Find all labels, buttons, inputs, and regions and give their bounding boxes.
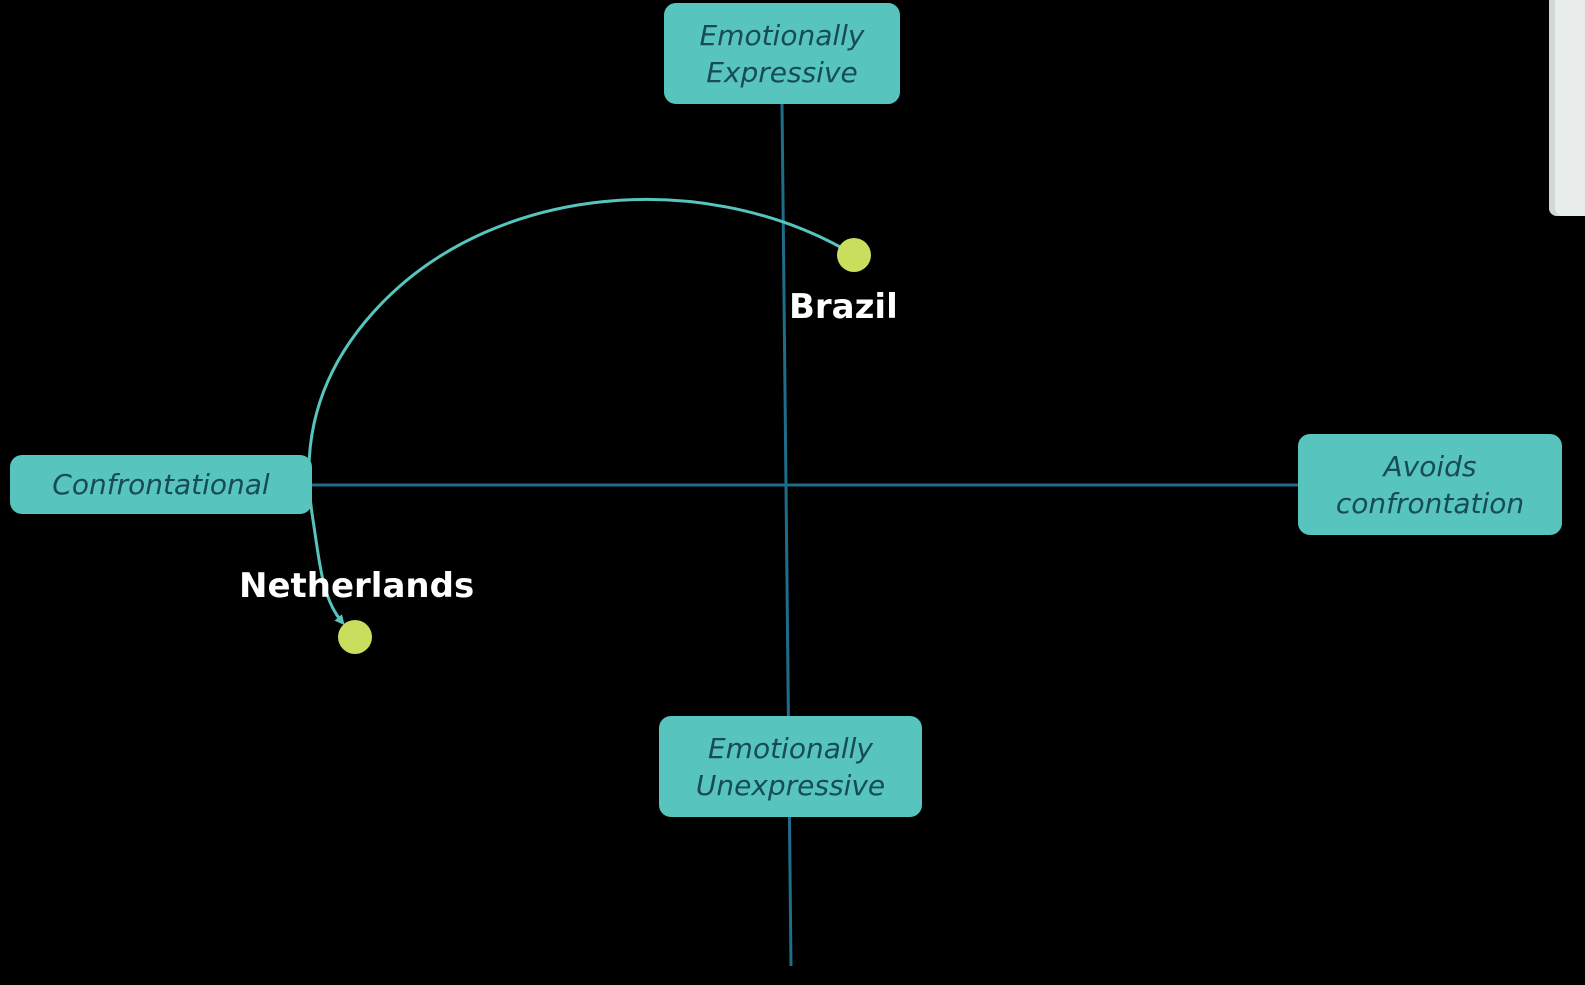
axis-label-emotionally-expressive: Emotionally Expressive — [664, 3, 900, 104]
vertical-axis — [780, 103, 793, 967]
axis-label-avoids-confrontation: Avoids confrontation — [1298, 434, 1562, 535]
cropped-panel-edge — [1549, 0, 1585, 216]
label-brazil: Brazil — [789, 287, 898, 327]
axis-label-line: confrontation — [1335, 486, 1525, 520]
axis-label-line: Avoids — [1383, 449, 1477, 483]
movement-arrow — [307, 198, 843, 626]
axis-label-line: Unexpressive — [695, 768, 886, 802]
axis-label-line: Confrontational — [52, 468, 270, 501]
point-brazil — [837, 238, 871, 272]
point-netherlands — [338, 620, 372, 654]
axis-label-emotionally-unexpressive: Emotionally Unexpressive — [659, 716, 922, 817]
label-netherlands: Netherlands — [239, 566, 475, 606]
axis-label-confrontational: Confrontational — [10, 455, 312, 514]
axis-label-line: Expressive — [706, 55, 858, 89]
axis-label-line: Emotionally — [707, 731, 874, 765]
axis-label-line: Emotionally — [699, 18, 865, 52]
